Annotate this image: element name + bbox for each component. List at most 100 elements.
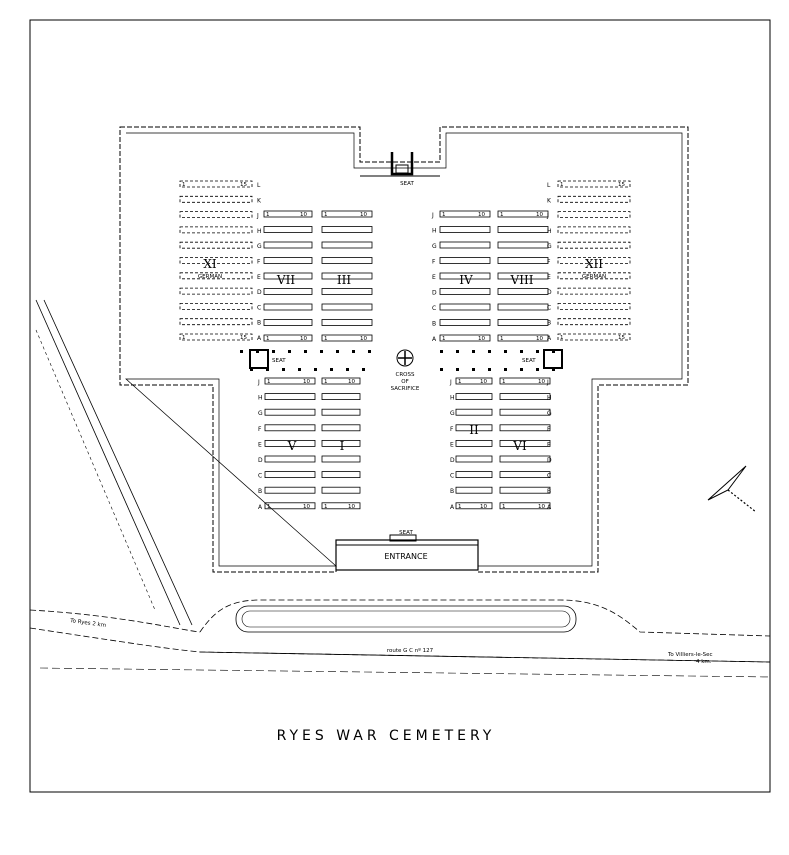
upper-right-tree-6 — [536, 350, 539, 353]
plot-IV-row-C — [439, 303, 491, 311]
plot-VI-row-E — [499, 439, 551, 447]
plot-IV-row-D — [439, 288, 491, 295]
plot-VI-row-letter-D: D — [547, 457, 552, 464]
plot-V-row-letter-J: J — [257, 379, 260, 386]
upper-left-tree-0 — [240, 350, 243, 353]
plot-XII-row-letter-B: B — [547, 320, 551, 327]
plot-VIII-grave-first: 1 — [500, 212, 504, 218]
plot-V-row-J — [264, 377, 316, 385]
plot-IV-row-letter-C: C — [432, 305, 436, 312]
plot-III-row-C — [321, 303, 373, 311]
upper-left-tree-6 — [336, 350, 339, 353]
plot-XI-row-D — [179, 287, 253, 295]
plot-V-grave-first: 1 — [267, 379, 271, 385]
plot-XI-row-letter-G: G — [257, 243, 262, 250]
plot-XI-row-K — [179, 195, 253, 203]
plot-IV-row-H — [439, 226, 491, 233]
plot-VI-row-J — [499, 377, 551, 385]
left-seat — [249, 349, 269, 369]
plot-IV-row-letter-G: G — [432, 243, 437, 250]
plot-VI-row-H — [499, 393, 551, 401]
plot-VI: VI — [512, 439, 527, 453]
plot-XII-row-letter-H: H — [547, 228, 552, 235]
lower-left-tree-2 — [282, 368, 285, 371]
entrance-structure — [335, 534, 479, 571]
plot-IV-row-letter-F: F — [432, 259, 436, 266]
plot-IV-row-letter-J: J — [431, 212, 434, 219]
plot-XI-row-F — [179, 257, 253, 264]
plot-II-row-E — [455, 439, 493, 447]
plot-I-row-D — [321, 455, 361, 463]
top-seat-label: SEAT — [400, 181, 414, 187]
plot-XII-row-J — [557, 211, 631, 219]
plot-III-row-D — [321, 288, 373, 295]
plot-II-row-D — [455, 455, 493, 463]
plot-VIII-grave-last: 10 — [536, 336, 543, 342]
map-title: RYES WAR CEMETERY — [277, 728, 496, 744]
plot-XII-row-letter-L: L — [547, 182, 551, 189]
plot-XI-row-B — [179, 318, 253, 326]
plot-VI-row-letter-H: H — [547, 395, 552, 402]
plot-XI: XI — [203, 257, 217, 271]
plot-V: V — [287, 439, 297, 453]
plot-XII-row-letter-E: E — [547, 274, 551, 281]
plot-I-grave-last: 10 — [348, 379, 355, 385]
lower-left-tree-7 — [362, 368, 365, 371]
lower-right-tree-5 — [520, 368, 523, 371]
plot-VII: VII — [276, 273, 295, 287]
plot-XI-row-letter-J: J — [256, 213, 259, 220]
plot-XI-row-letter-E: E — [257, 274, 261, 281]
plot-VI-grave-last: 10 — [538, 504, 545, 510]
plot-XII-row-B — [557, 318, 631, 326]
plot-II-row-letter-E: E — [450, 441, 454, 448]
plot-XI-grave-first: 1 — [182, 335, 186, 341]
plot-VIII-row-C — [497, 303, 549, 311]
plot-III-row-H — [321, 226, 373, 233]
upper-left-tree-1 — [256, 350, 259, 353]
plot-V-row-letter-D: D — [258, 457, 263, 464]
plot-VII-grave-last: 10 — [300, 212, 307, 218]
plot-IV-row-letter-H: H — [432, 228, 437, 235]
plot-V-row-C — [264, 471, 316, 479]
plot-VII-row-B — [263, 319, 313, 326]
plot-I-row-E — [321, 439, 361, 447]
plot-XII-grave-first: 1 — [560, 335, 564, 341]
plot-XII-row-F — [557, 257, 631, 264]
upper-right-tree-0 — [440, 350, 443, 353]
roads — [29, 299, 771, 678]
plot-XII-row-letter-C: C — [547, 304, 551, 311]
plot-V-row-letter-E: E — [258, 441, 262, 448]
plot-I-row-G — [321, 408, 361, 416]
lower-left-tree-3 — [298, 368, 301, 371]
cemetery-boundary-inner — [125, 132, 683, 567]
plot-IV-row-A — [439, 334, 491, 342]
plot-VII-row-H — [263, 226, 313, 233]
plot-XII-row-E — [557, 272, 631, 280]
upper-left-tree-8 — [368, 350, 371, 353]
plot-VI-row-C — [499, 471, 551, 479]
plot-V-row-F — [264, 424, 316, 432]
plot-II-row-letter-F: F — [450, 426, 454, 433]
plot-I-grave-first: 1 — [324, 379, 328, 385]
plot-VI-row-A — [499, 502, 551, 510]
plot-VI-row-letter-G: G — [547, 410, 552, 417]
lower-right-tree-3 — [488, 368, 491, 371]
north-arrow-icon — [707, 465, 757, 513]
plot-XII: XII — [585, 257, 603, 271]
plot-II-row-letter-A: A — [450, 504, 455, 511]
cross-label-2: OF — [401, 379, 409, 385]
plot-IV-grave-first: 1 — [442, 336, 446, 342]
plot-II-row-letter-B: B — [450, 488, 454, 495]
plot-I-row-A — [321, 502, 361, 510]
plot-II-row-F — [455, 424, 493, 432]
plot-XII-row-letter-A: A — [547, 335, 552, 342]
plot-VII-row-F — [263, 257, 313, 264]
plot-XII-row-letter-K: K — [547, 197, 552, 204]
plot-IV-grave-last: 10 — [478, 336, 485, 342]
plot-VIII-row-F — [497, 257, 549, 264]
plot-VIII-row-H — [497, 226, 549, 233]
plot-VI-row-D — [499, 455, 551, 463]
plot-VI-row-letter-E: E — [547, 441, 551, 448]
plot-III-row-J — [321, 210, 373, 218]
